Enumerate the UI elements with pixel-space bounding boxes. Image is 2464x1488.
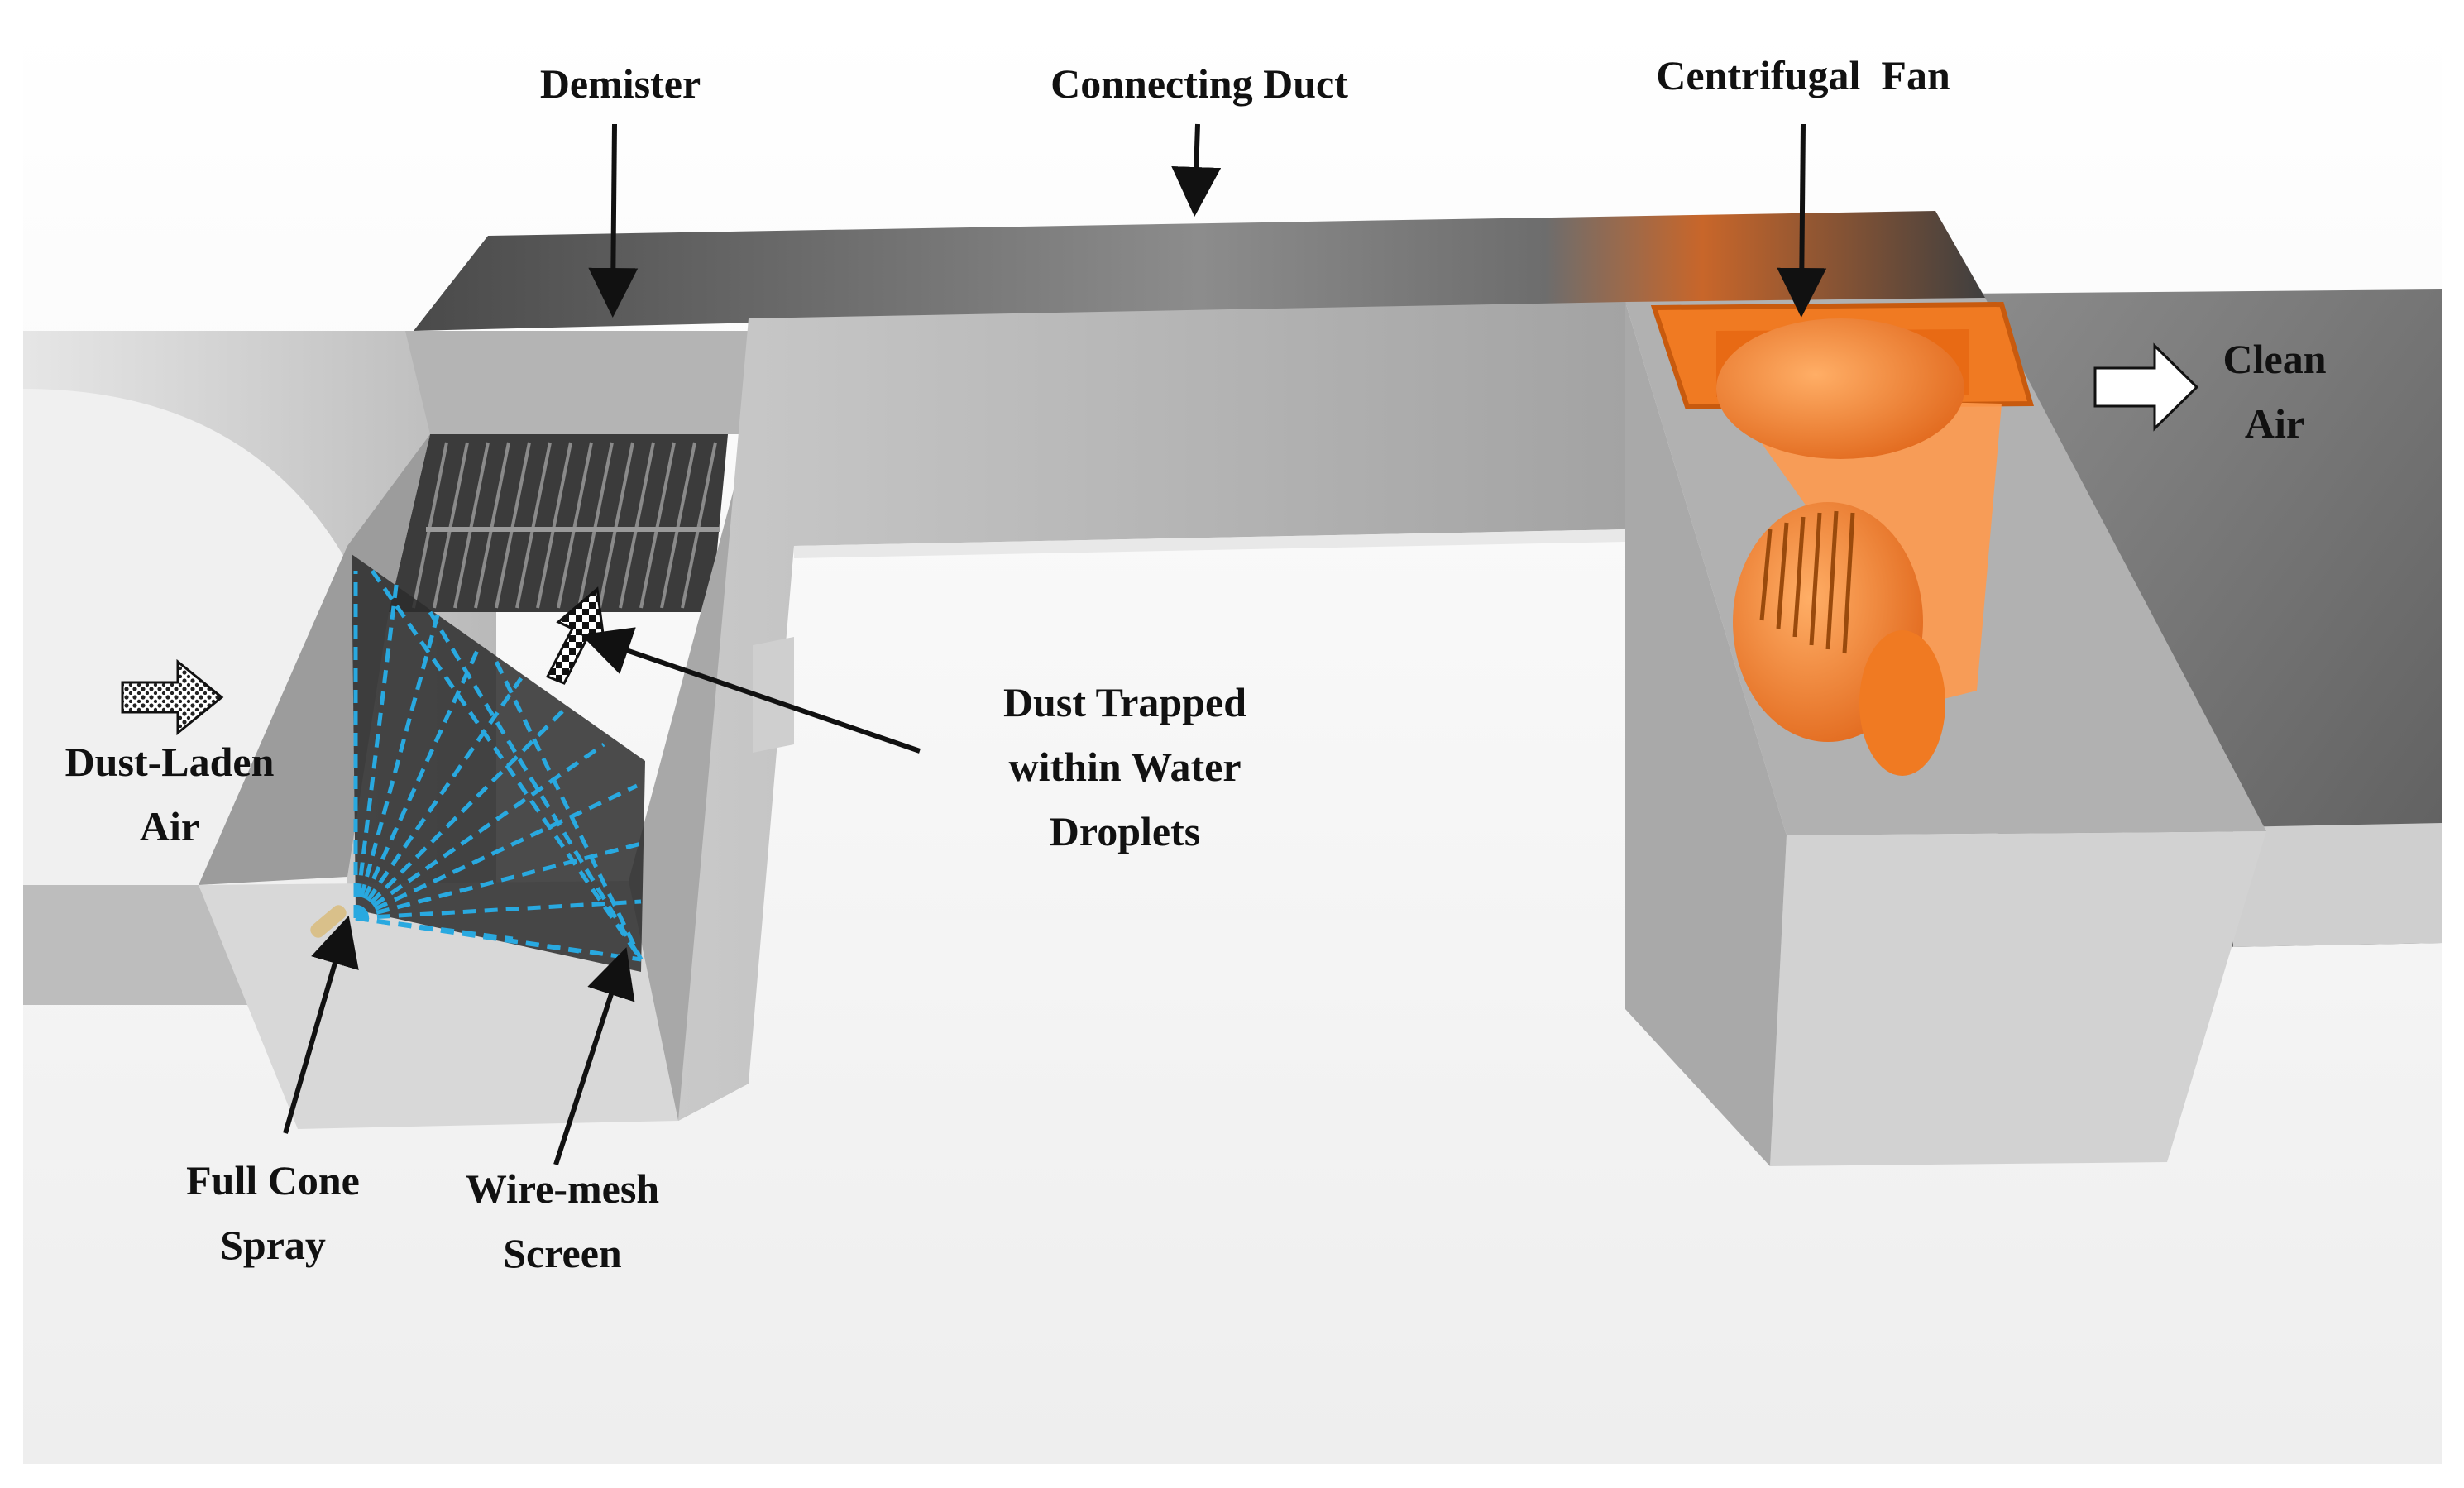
connecting-duct-label: Connecting Duct (1050, 60, 1348, 107)
spray-chamber-wall (199, 434, 430, 885)
centrifugal-fan-label: Centrifugal Fan (1656, 52, 1950, 98)
connecting-duct-wall (678, 302, 1625, 1121)
clean-air-label: Clean Air (2222, 336, 2327, 447)
full-cone-spray-leader (283, 915, 359, 1134)
connecting-duct-top (414, 211, 1985, 331)
demister-leader (588, 123, 639, 318)
clean-air-arrow (2093, 342, 2199, 432)
demister-housing (405, 331, 749, 434)
centrifugal-fan-leader (1777, 123, 1827, 318)
demister-blades (389, 434, 728, 612)
full-cone-spray-label: Full Cone Spray (186, 1157, 360, 1268)
dust-laden-air-label: Dust-Laden Air (65, 739, 275, 849)
demister-label: Demister (539, 60, 701, 107)
connecting-duct-leader (1171, 123, 1222, 217)
wire-mesh-leader (553, 947, 635, 1165)
fan-scroll (1716, 318, 1964, 459)
wire-mesh-screen-label: Wire-mesh Screen (465, 1165, 660, 1276)
spray-pattern (353, 569, 644, 962)
dust-laden-air-arrow (121, 658, 224, 736)
dust-trapped-label: Dust Trapped within Water Droplets (1002, 679, 1247, 854)
fan-housing-front (1770, 831, 2266, 1166)
dust-trapped-arrow (545, 586, 605, 685)
dust-trapped-leader (581, 627, 921, 754)
